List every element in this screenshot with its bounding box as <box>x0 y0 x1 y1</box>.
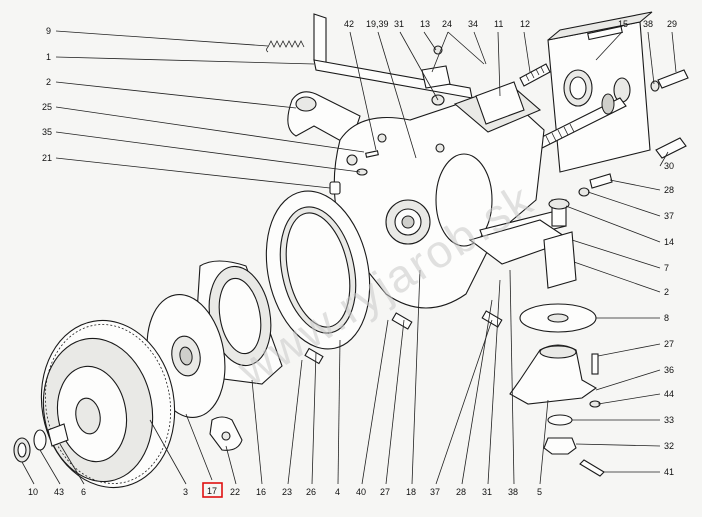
callout-label: 5 <box>537 487 542 497</box>
callout-label: 42 <box>344 19 354 29</box>
callout-label: 3 <box>183 487 188 497</box>
callout-label: 21 <box>42 153 52 163</box>
rubber-mount-part <box>509 344 598 405</box>
callout-label: 2 <box>46 77 51 87</box>
callout-label: 44 <box>664 389 674 399</box>
callout-label: 11 <box>494 19 503 29</box>
callout-label: 28 <box>664 185 674 195</box>
callout-label: 14 <box>664 237 674 247</box>
stud-bolts-part <box>519 63 689 159</box>
callout-label: 8 <box>664 313 669 323</box>
callout-label: 37 <box>664 211 674 221</box>
highlight-box <box>202 482 223 498</box>
callout-label: 9 <box>46 26 51 36</box>
flywheel-hub-part <box>13 423 69 463</box>
callout-label: 38 <box>508 487 518 497</box>
callout-label: 23 <box>282 487 292 497</box>
callout-label: 19,39 <box>366 19 389 29</box>
engine-mount-part <box>468 198 577 289</box>
callout-label: 27 <box>664 339 674 349</box>
flywheel-part <box>40 319 176 489</box>
callout-label: 7 <box>664 263 669 273</box>
nut-washer-part <box>543 414 605 477</box>
callout-label: 24 <box>442 19 452 29</box>
callouts-bottom: 10 43 6 3 17 22 16 23 26 4 40 27 18 37 2… <box>28 482 542 498</box>
gasket-part <box>265 190 371 350</box>
callouts-top: 42 19,39 31 13 24 34 11 12 15 38 29 <box>344 19 677 29</box>
callout-label: 32 <box>664 441 674 451</box>
callout-label: 12 <box>520 19 530 29</box>
callout-label: 43 <box>54 487 64 497</box>
callout-label: 18 <box>406 487 416 497</box>
spring-part <box>266 40 305 53</box>
callout-label: 31 <box>394 19 404 29</box>
mount-washer-part <box>519 303 597 333</box>
callout-label: 15 <box>618 19 628 29</box>
callouts-left: 9 1 2 25 35 21 <box>42 26 52 163</box>
callout-label: 1 <box>46 52 51 62</box>
gearbox-cover-part <box>547 11 653 173</box>
callout-label: 28 <box>456 487 466 497</box>
callout-label: 37 <box>430 487 440 497</box>
callout-label: 29 <box>667 19 677 29</box>
callout-label: 36 <box>664 365 674 375</box>
callout-label: 31 <box>482 487 492 497</box>
callout-label: 26 <box>306 487 316 497</box>
callout-label: 10 <box>28 487 38 497</box>
callout-label: 6 <box>81 487 86 497</box>
callout-label: 2 <box>664 287 669 297</box>
callout-label: 25 <box>42 102 52 112</box>
callout-label: 27 <box>380 487 390 497</box>
callout-label: 4 <box>335 487 340 497</box>
callouts-right: 30 28 37 14 7 2 8 27 36 44 33 32 41 <box>664 161 674 477</box>
callout-label: 30 <box>664 161 674 171</box>
callout-label: 40 <box>356 487 366 497</box>
parts-drawing <box>13 11 689 489</box>
callout-label: 33 <box>664 415 674 425</box>
callout-label: 22 <box>230 487 240 497</box>
small-plates-part <box>421 45 525 125</box>
callout-label-highlighted: 17 <box>207 486 217 496</box>
callout-label: 13 <box>420 19 430 29</box>
leader-lines <box>21 30 677 485</box>
small-gasket-part <box>209 416 243 451</box>
callout-label: 34 <box>468 19 478 29</box>
callout-label: 35 <box>42 127 52 137</box>
callout-label: 38 <box>643 19 653 29</box>
small-bolts-part <box>304 173 613 408</box>
main-housing-part <box>333 83 567 309</box>
callout-label: 41 <box>664 467 674 477</box>
callout-label: 16 <box>256 487 266 497</box>
